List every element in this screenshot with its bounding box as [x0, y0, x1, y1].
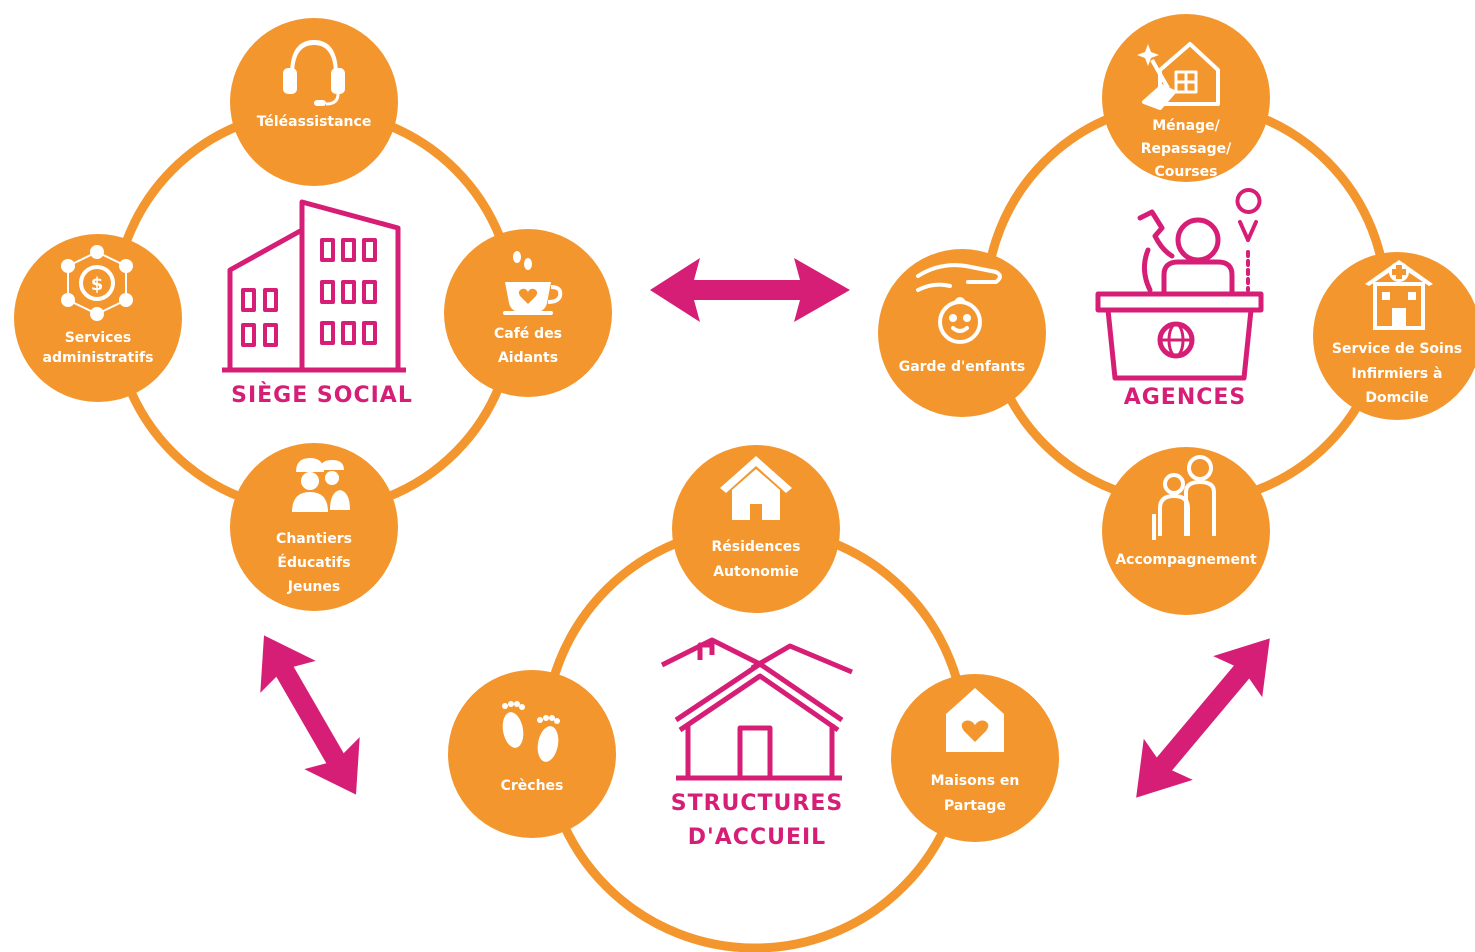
- accompagnement-label: Accompagnement: [1115, 552, 1257, 568]
- reception-desk-icon: [1095, 188, 1264, 381]
- chantiers-label-2: Éducatifs: [277, 554, 350, 571]
- baby-footprints-icon: [502, 701, 560, 762]
- menage-label-2: Repassage/: [1141, 141, 1232, 157]
- node-soins-infirmiers[interactable]: Service de Soins Infirmiers à Domcile: [1313, 252, 1475, 420]
- menage-label-1: Ménage/: [1152, 118, 1220, 134]
- node-cafe-aidants[interactable]: Café des Aidants: [444, 229, 612, 397]
- child-care-icon: [916, 263, 1002, 344]
- node-chantiers[interactable]: Chantiers Éducatifs Jeunes: [230, 443, 398, 611]
- node-creches[interactable]: Crèches: [448, 670, 616, 838]
- cafe-aidants-label-1: Café des: [494, 326, 562, 342]
- node-menage[interactable]: Ménage/ Repassage/ Courses: [1102, 14, 1270, 182]
- menage-label-3: Courses: [1155, 164, 1218, 180]
- soins-label-1: Service de Soins: [1332, 341, 1462, 357]
- residences-label-1: Résidences: [711, 539, 800, 555]
- node-accompagnement[interactable]: Accompagnement: [1102, 447, 1270, 615]
- headset-icon: [283, 40, 345, 106]
- soins-label-2: Infirmiers à: [1352, 366, 1443, 382]
- maisons-label-1: Maisons en: [931, 773, 1020, 789]
- double-arrow-horizontal-icon: [650, 258, 850, 322]
- node-services-admin[interactable]: $ Services administratifs: [14, 234, 182, 402]
- garde-enfants-label: Garde d'enfants: [899, 359, 1026, 375]
- agences-title: AGENCES: [1124, 385, 1247, 410]
- cleaning-house-icon: [1137, 42, 1220, 110]
- double-arrow-diagonal-left-icon: [260, 635, 360, 795]
- workers-icon: [292, 458, 350, 512]
- coffee-cup-heart-icon: [503, 251, 563, 315]
- siege-title: SIÈGE SOCIAL: [231, 382, 413, 408]
- soins-label-3: Domcile: [1365, 390, 1428, 406]
- elder-companion-icon: [1152, 455, 1216, 540]
- chantiers-label-1: Chantiers: [276, 531, 352, 547]
- structures-title-line1: STRUCTURES: [671, 791, 844, 816]
- hospital-icon: [1365, 260, 1433, 330]
- residences-label-2: Autonomie: [713, 564, 799, 580]
- teleassistance-label: Téléassistance: [257, 114, 372, 130]
- houses-icon: [660, 637, 853, 781]
- node-garde-enfants[interactable]: Garde d'enfants: [878, 249, 1046, 417]
- double-arrow-diagonal-right-icon: [1136, 638, 1270, 798]
- node-teleassistance[interactable]: Téléassistance: [230, 18, 398, 186]
- office-building-icon: [222, 199, 406, 373]
- house-icon: [720, 456, 792, 520]
- services-admin-label-1: Services: [65, 330, 132, 346]
- svg-text:$: $: [91, 274, 104, 295]
- structures-title-line2: D'ACCUEIL: [688, 825, 826, 850]
- heart-house-icon: [946, 688, 1004, 752]
- maisons-label-2: Partage: [944, 798, 1006, 814]
- services-admin-label-2: administratifs: [43, 350, 154, 366]
- cafe-aidants-label-2: Aidants: [498, 350, 558, 366]
- chantiers-label-3: Jeunes: [287, 579, 340, 595]
- node-maisons-partage[interactable]: Maisons en Partage: [891, 674, 1059, 842]
- admin-network-icon: $: [61, 245, 133, 321]
- creches-label: Crèches: [501, 778, 564, 794]
- node-residences[interactable]: Résidences Autonomie: [672, 445, 840, 613]
